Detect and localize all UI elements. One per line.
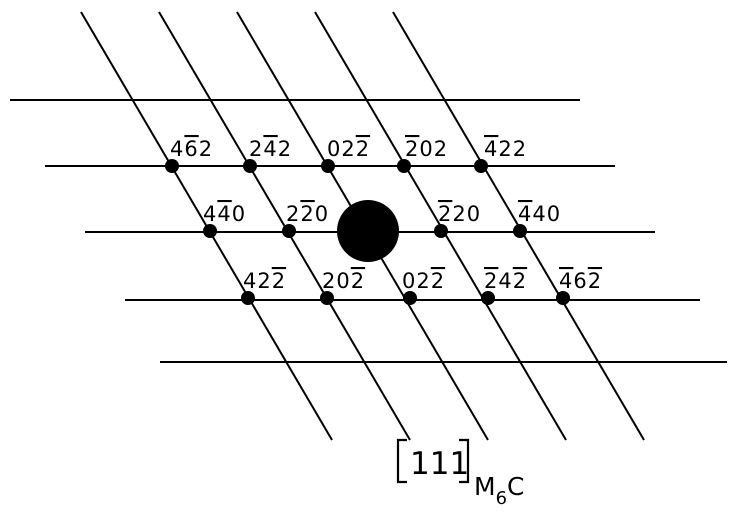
zone-axis-phase: M6C [474, 472, 525, 509]
digit: 0 [232, 202, 246, 226]
phase-subscript: 6 [496, 488, 507, 509]
reflection-label: 220 [438, 202, 481, 226]
reflection-label: 440 [203, 202, 246, 226]
reflection-spot [282, 224, 296, 238]
reflection-spot [474, 159, 488, 173]
reflection-label: 422 [243, 269, 286, 293]
barred-digit: 2 [405, 137, 419, 161]
barred-digit: 2 [431, 269, 445, 293]
reflection-spot [241, 291, 255, 305]
reflection-label: 462 [170, 137, 213, 161]
digit: 4 [170, 137, 184, 161]
barred-digit: 2 [588, 269, 602, 293]
reflection-spot [203, 224, 217, 238]
barred-digit: 4 [263, 137, 277, 161]
reflection-spots [165, 159, 570, 305]
barred-digit: 2 [351, 269, 365, 293]
digit: 2 [434, 137, 448, 161]
barred-digit: 2 [300, 202, 314, 226]
reflection-label: 202 [322, 269, 365, 293]
phase-element-c: C [507, 472, 524, 501]
barred-digit: 2 [484, 269, 498, 293]
reflection-spot [481, 291, 495, 305]
digit: 0 [336, 269, 350, 293]
reflection-label: 242 [484, 269, 527, 293]
digit: 4 [532, 202, 546, 226]
reflection-spot [243, 159, 257, 173]
reflection-spot [397, 159, 411, 173]
digit: 2 [286, 202, 300, 226]
digit: 4 [203, 202, 217, 226]
digit: 0 [467, 202, 481, 226]
reflection-label: 422 [484, 137, 527, 161]
digit: 2 [199, 137, 213, 161]
zone-axis-index: 111 [410, 446, 469, 482]
reflection-spot [321, 159, 335, 173]
digit: 2 [249, 137, 263, 161]
zone-axis-left-bracket [396, 438, 407, 484]
zone-axis-label: 111 M6C [396, 438, 525, 509]
reflection-label: 440 [518, 202, 561, 226]
reflection-spot [556, 291, 570, 305]
digit: 0 [547, 202, 561, 226]
barred-digit: 4 [518, 202, 532, 226]
digit: 0 [315, 202, 329, 226]
reflection-label: 022 [327, 137, 370, 161]
reflection-spot [403, 291, 417, 305]
barred-digit: 2 [438, 202, 452, 226]
barred-digit: 2 [513, 269, 527, 293]
reflection-label: 220 [286, 202, 329, 226]
transmitted-beam-spot [337, 200, 399, 262]
digit: 0 [419, 137, 433, 161]
reflection-label: 242 [249, 137, 292, 161]
zone-axis-right-bracket [459, 438, 470, 484]
reflection-spot [513, 224, 527, 238]
digit: 4 [243, 269, 257, 293]
digit: 0 [327, 137, 341, 161]
barred-digit: 4 [484, 137, 498, 161]
digit: 2 [278, 137, 292, 161]
digit: 2 [498, 137, 512, 161]
digit: 2 [322, 269, 336, 293]
digit: 4 [498, 269, 512, 293]
digit: 2 [513, 137, 527, 161]
reflection-label: 022 [402, 269, 445, 293]
reflection-label: 202 [405, 137, 448, 161]
barred-digit: 2 [356, 137, 370, 161]
digit: 0 [402, 269, 416, 293]
barred-digit: 2 [272, 269, 286, 293]
reflection-spot [434, 224, 448, 238]
barred-digit: 6 [184, 137, 198, 161]
barred-digit: 4 [217, 202, 231, 226]
digit: 6 [573, 269, 587, 293]
reflection-label: 462 [559, 269, 602, 293]
barred-digit: 4 [559, 269, 573, 293]
digit: 2 [416, 269, 430, 293]
digit: 2 [452, 202, 466, 226]
reflection-spot [165, 159, 179, 173]
phase-element-m: M [474, 472, 496, 501]
digit: 2 [257, 269, 271, 293]
digit: 2 [341, 137, 355, 161]
reflection-spot [320, 291, 334, 305]
